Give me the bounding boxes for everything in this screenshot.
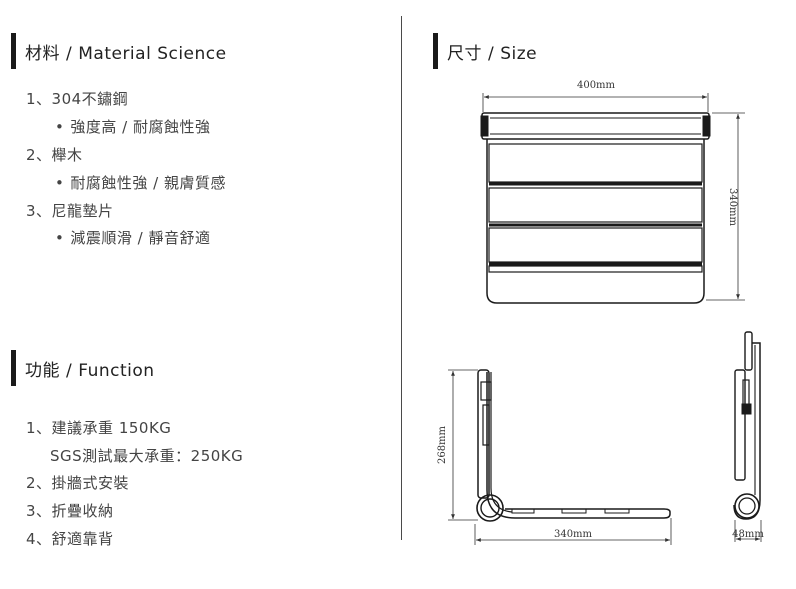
- material-item-number: 2、: [26, 146, 52, 164]
- folded-pivot-inner: [738, 497, 756, 515]
- folded-bracket-pad: [741, 403, 752, 415]
- function-item-text: 舒適靠背: [51, 530, 114, 548]
- functions-title-en: Function: [78, 360, 155, 381]
- side-frame-curve: [486, 372, 671, 519]
- material-detail-text: 減震順滑 / 靜音舒適: [70, 229, 211, 247]
- material-detail-text: 耐腐蝕性強 / 親膚質感: [70, 174, 226, 192]
- size-heading: 尺寸 /Size: [433, 33, 537, 69]
- side-bracket-slot: [482, 404, 490, 446]
- heading-bar: [11, 350, 16, 386]
- function-item-3: 3、折疊收納: [26, 500, 114, 521]
- folded-top-bracket: [744, 331, 753, 371]
- side-seat-slat: [511, 508, 535, 514]
- functions-title-separator: /: [66, 360, 73, 381]
- side-seat-slat: [604, 508, 630, 514]
- heading-bar: [11, 33, 16, 69]
- function-item-number: 1、: [26, 419, 52, 437]
- size-title: 尺寸 /Size: [447, 39, 537, 64]
- material-item-number: 1、: [26, 90, 52, 108]
- front-frame: [486, 139, 705, 304]
- function-item-text: 折疊收納: [51, 502, 114, 520]
- function-item-1-sub: SGS測試最大承重：250KG: [50, 445, 243, 466]
- function-sub-text: SGS測試最大承重：250KG: [50, 447, 244, 465]
- front-slat: [488, 227, 703, 263]
- side-depth-label: 340mm: [554, 529, 593, 540]
- materials-title-en: Material Science: [78, 43, 227, 64]
- heading-bar: [433, 33, 438, 69]
- function-item-1: 1、建議承重 150KG: [26, 417, 171, 438]
- size-title-en: Size: [500, 43, 538, 64]
- material-item-1: 1、304不鏽鋼: [26, 88, 128, 109]
- front-view-drawing: [480, 112, 711, 304]
- material-item-2: 2、櫸木: [26, 144, 83, 165]
- material-item-text: 304不鏽鋼: [51, 90, 129, 108]
- side-pivot-outer: [476, 494, 504, 522]
- material-item-text: 櫸木: [51, 146, 83, 164]
- column-divider: [401, 16, 402, 540]
- functions-title-zh: 功能: [25, 360, 60, 381]
- material-detail-text: 強度高 / 耐腐蝕性強: [70, 118, 211, 136]
- functions-heading: 功能 /Function: [11, 350, 155, 386]
- folded-depth-label: 48mm: [732, 529, 764, 540]
- functions-title: 功能 /Function: [25, 356, 155, 381]
- materials-title-separator: /: [66, 43, 73, 64]
- size-title-zh: 尺寸: [447, 43, 482, 64]
- front-slat: [488, 265, 703, 273]
- function-item-4: 4、舒適靠背: [26, 528, 114, 549]
- front-top-cap-left: [480, 115, 489, 137]
- function-item-text: 掛牆式安裝: [51, 474, 130, 492]
- materials-title-zh: 材料: [25, 43, 60, 64]
- materials-title: 材料 /Material Science: [25, 39, 227, 64]
- side-height-label: 268mm: [437, 425, 448, 464]
- front-slat: [488, 187, 703, 223]
- function-item-number: 2、: [26, 474, 52, 492]
- material-item-1-detail: 強度高 / 耐腐蝕性強: [55, 116, 210, 137]
- material-item-3-detail: 減震順滑 / 靜音舒適: [55, 227, 210, 248]
- front-width-label: 400mm: [577, 80, 616, 91]
- side-frame-inner: [490, 372, 513, 513]
- folded-seat-outline: [733, 342, 761, 520]
- material-item-3: 3、尼龍墊片: [26, 200, 114, 221]
- front-top-rail: [481, 112, 710, 140]
- function-item-2: 2、掛牆式安裝: [26, 472, 129, 493]
- materials-heading: 材料 /Material Science: [11, 33, 227, 69]
- front-top-cap-right: [702, 115, 711, 137]
- folded-view-drawing: [733, 331, 761, 520]
- material-item-number: 3、: [26, 202, 52, 220]
- side-view-drawing: [476, 369, 671, 522]
- front-slat: [488, 143, 703, 183]
- side-seat-slat: [561, 508, 587, 514]
- side-pivot-inner: [480, 498, 500, 518]
- function-item-number: 3、: [26, 502, 52, 520]
- folded-wall-bracket: [734, 369, 746, 481]
- material-item-text: 尼龍墊片: [51, 202, 114, 220]
- folded-pivot-outer: [734, 493, 760, 519]
- material-item-2-detail: 耐腐蝕性強 / 親膚質感: [55, 172, 226, 193]
- front-height-label: 340mm: [727, 188, 738, 227]
- size-title-separator: /: [488, 43, 495, 64]
- function-item-text: 建議承重 150KG: [51, 419, 172, 437]
- function-item-number: 4、: [26, 530, 52, 548]
